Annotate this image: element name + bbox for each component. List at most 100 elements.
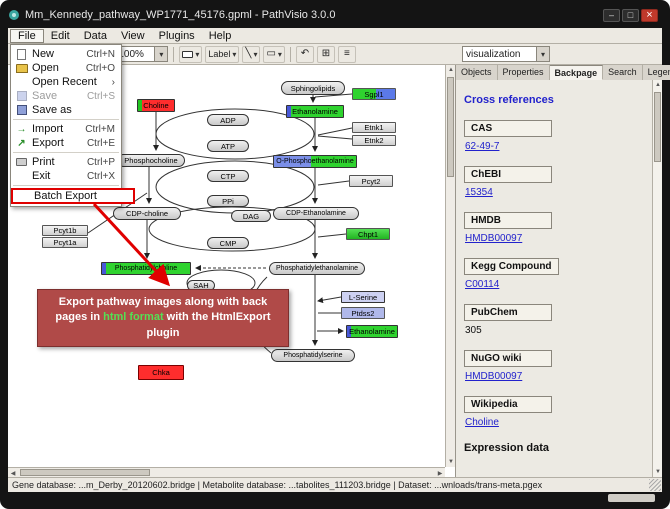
datanode-tool-dropdown[interactable]: ▾ <box>179 45 203 63</box>
menu-view[interactable]: View <box>120 29 145 42</box>
node-sgpl1[interactable]: Sgpl1 <box>352 88 396 100</box>
node-cdp-ethanolamine[interactable]: CDP-Ethanolamine <box>273 207 359 220</box>
scroll-up-icon[interactable]: ▲ <box>448 67 454 73</box>
minimize-button[interactable]: – <box>603 8 620 22</box>
printer-icon <box>16 158 27 166</box>
file-menu-batch-export[interactable]: Batch Export <box>11 188 135 204</box>
open-folder-icon <box>15 63 28 73</box>
node-ethanolamine-2[interactable]: Ethanolamine <box>346 325 398 338</box>
tab-properties[interactable]: Properties <box>497 65 550 80</box>
callout-highlight: html format <box>103 311 164 324</box>
menu-help[interactable]: Help <box>208 29 232 42</box>
panel-vertical-scrollbar[interactable]: ▲ ▼ <box>652 80 662 477</box>
tab-search[interactable]: Search <box>603 65 643 80</box>
file-menu-open-recent[interactable]: Open Recent› <box>32 76 115 88</box>
scroll-left-icon[interactable]: ◀ <box>10 470 16 477</box>
datanode-icon <box>182 50 194 58</box>
node-pcyt2[interactable]: Pcyt2 <box>349 175 393 187</box>
shape-tool-dropdown[interactable]: ▭▾ <box>263 45 285 63</box>
align-button[interactable]: ⊞ <box>316 45 335 63</box>
node-sphingolipids[interactable]: Sphingolipids <box>281 81 345 95</box>
tab-objects[interactable]: Objects <box>456 65 498 80</box>
xref-link[interactable]: HMDB00097 <box>465 233 523 244</box>
app-window: File Edit Data View Plugins Help Zoom: 1… <box>8 28 670 492</box>
xref-link[interactable]: 62-49-7 <box>465 141 500 152</box>
node-dag[interactable]: DAG <box>231 210 271 222</box>
align-icon: ⊞ <box>321 48 331 59</box>
node-ctp[interactable]: CTP <box>207 170 249 182</box>
menu-data[interactable]: Data <box>83 29 107 42</box>
xref-section-hmdb: HMDB HMDB00097 <box>464 212 646 244</box>
node-ptdss2[interactable]: Ptdss2 <box>341 307 385 319</box>
xref-link[interactable]: 15354 <box>465 187 493 198</box>
pathway-edges[interactable] <box>8 65 455 477</box>
scroll-right-icon[interactable]: ▶ <box>437 470 443 477</box>
close-button[interactable]: × <box>641 8 658 22</box>
node-pcyt1b[interactable]: Pcyt1b <box>42 225 88 236</box>
tab-backpage[interactable]: Backpage <box>549 65 604 80</box>
scroll-down-icon[interactable]: ▼ <box>448 459 454 465</box>
backpage-content: Cross references CAS 62-49-7 ChEBI 15354… <box>456 80 652 477</box>
xref-link[interactable]: HMDB00097 <box>465 371 523 382</box>
xref-database-name: NuGO wiki <box>464 350 552 367</box>
node-o-phosphoethanolamine[interactable]: O-Phosphoethanolamine <box>273 155 357 168</box>
node-chpt1[interactable]: Chpt1 <box>346 228 390 240</box>
node-pcyt1a[interactable]: Pcyt1a <box>42 237 88 248</box>
scrollbar-thumb[interactable] <box>447 77 454 177</box>
maximize-button[interactable]: □ <box>622 8 639 22</box>
toolbar-separator <box>173 46 175 62</box>
node-ppi[interactable]: PPi <box>207 195 249 207</box>
line-tool-dropdown[interactable]: ╲▾ <box>242 45 261 63</box>
scroll-down-icon[interactable]: ▼ <box>655 469 661 475</box>
menu-plugins[interactable]: Plugins <box>158 29 195 42</box>
node-cmp[interactable]: CMP <box>207 237 249 249</box>
node-chka-selected[interactable]: Chka <box>138 365 184 380</box>
resize-grip[interactable] <box>649 479 661 491</box>
file-menu-save-as[interactable]: Save as <box>11 103 121 117</box>
node-etnk1[interactable]: Etnk1 <box>352 122 396 133</box>
node-phosphatidylcholine[interactable]: Phosphatidylcholine <box>101 262 191 275</box>
tab-legend[interactable]: Legend <box>642 65 670 80</box>
xref-link[interactable]: Choline <box>465 417 499 428</box>
node-adp[interactable]: ADP <box>207 114 249 126</box>
zoom-combobox[interactable]: 100% ▾ <box>114 46 169 62</box>
node-choline[interactable]: Choline <box>137 99 175 112</box>
node-cdp-choline[interactable]: CDP-choline <box>113 207 181 220</box>
undo-button[interactable]: ↶ <box>295 45 314 63</box>
node-phosphatidylethanolamine[interactable]: Phosphatidylethanolamine <box>269 262 365 275</box>
statusbar-text: Gene database: ...m_Derby_20120602.bridg… <box>12 480 543 490</box>
scrollbar-thumb[interactable] <box>654 92 661 162</box>
menu-file[interactable]: File <box>10 28 44 43</box>
node-l-serine[interactable]: L-Serine <box>341 291 385 303</box>
callout-text: with the HtmlExport plugin <box>146 311 271 339</box>
xref-link[interactable]: C00114 <box>465 279 500 290</box>
save-disk-icon <box>16 105 27 115</box>
node-phosphatidylserine[interactable]: Phosphatidylserine <box>271 349 355 362</box>
node-phosphocholine[interactable]: Phosphocholine <box>117 154 185 167</box>
zoom-value: 100% <box>118 48 144 60</box>
canvas-horizontal-scrollbar[interactable]: ◀ ▶ <box>8 467 445 477</box>
import-icon: → <box>16 123 27 135</box>
stack-button[interactable]: ≡ <box>337 45 356 63</box>
node-etnk2[interactable]: Etnk2 <box>352 135 396 146</box>
node-atp[interactable]: ATP <box>207 140 249 152</box>
menu-edit[interactable]: Edit <box>50 29 70 42</box>
scrollbar-thumb[interactable] <box>20 469 150 476</box>
xref-section-pubchem: PubChem 305 <box>464 304 646 336</box>
visualization-dropdown[interactable]: visualization ▾ <box>462 46 550 62</box>
scroll-up-icon[interactable]: ▲ <box>655 82 661 88</box>
visualization-label: visualization <box>466 48 521 60</box>
menu-separator <box>13 152 119 153</box>
submenu-arrow-icon: › <box>111 76 115 88</box>
node-ethanolamine[interactable]: Ethanolamine <box>286 105 344 118</box>
canvas-vertical-scrollbar[interactable]: ▲ ▼ <box>445 65 455 467</box>
xref-database-name: CAS <box>464 120 552 137</box>
label-tool-dropdown[interactable]: Label▾ <box>205 45 240 63</box>
